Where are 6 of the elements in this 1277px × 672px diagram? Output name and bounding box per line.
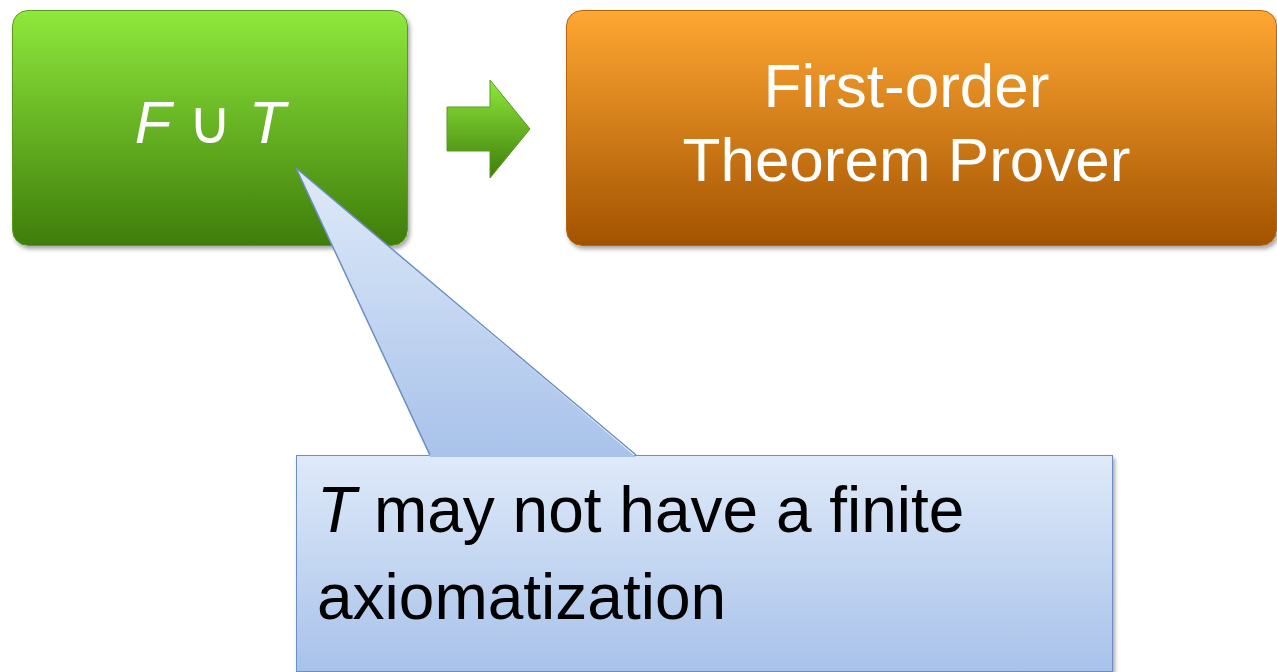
process-box: [566, 10, 1277, 246]
callout-box: [296, 455, 1113, 672]
process-box: [12, 10, 408, 246]
node-label: First-order Theorem Prover: [681, 49, 1132, 196]
block-arrow: [446, 79, 531, 179]
node-label: T may not have a finite axiomatization: [317, 473, 966, 635]
